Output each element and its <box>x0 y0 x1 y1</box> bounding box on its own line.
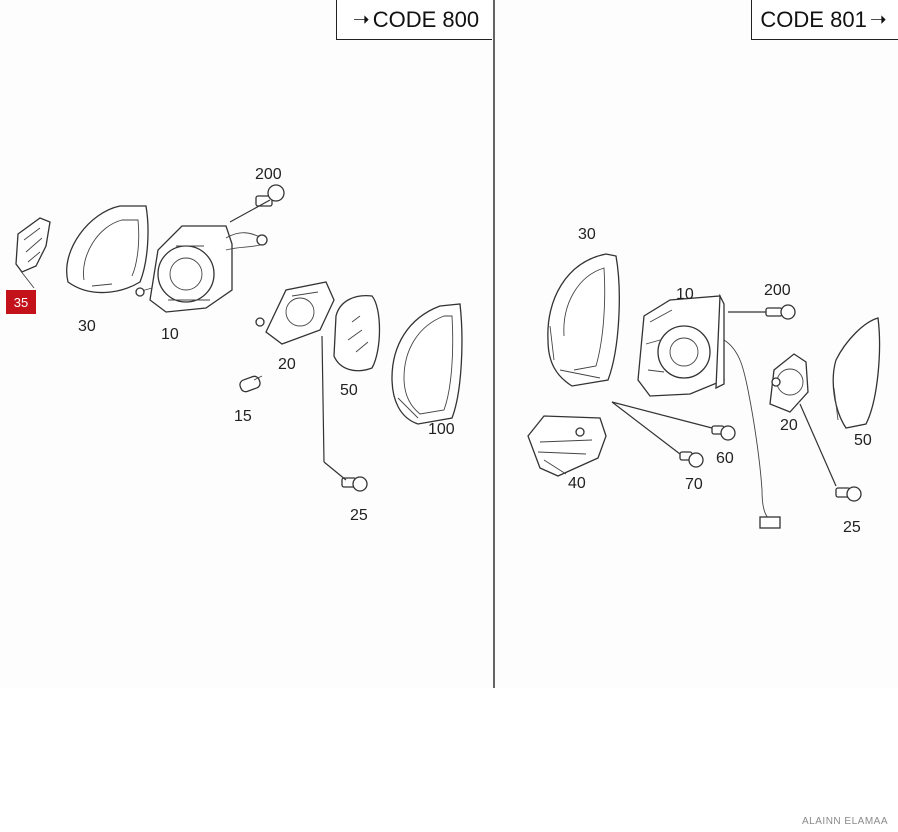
right-label-30: 30 <box>578 226 596 243</box>
part-35-drawing[interactable] <box>15 217 51 289</box>
left-label-10: 10 <box>161 326 179 343</box>
code-800-label: ➝ CODE 800 <box>336 0 492 40</box>
diagram-canvas: 200 30 10 20 15 50 100 25 30 10 200 20 5… <box>15 0 881 688</box>
part-10-right-drawing[interactable] <box>637 293 781 529</box>
part-50-drawing[interactable] <box>333 294 381 372</box>
right-label-10: 10 <box>676 286 694 303</box>
left-label-50: 50 <box>340 382 358 399</box>
watermark: ALAINN ELAMAA <box>802 816 888 827</box>
highlighted-part-badge[interactable]: 35 <box>6 290 36 314</box>
part-20-drawing[interactable] <box>255 281 335 463</box>
left-label-100: 100 <box>428 421 455 438</box>
right-label-200: 200 <box>764 282 791 299</box>
parts-diagram: 200 30 10 20 15 50 100 25 30 10 200 20 5… <box>6 0 898 688</box>
right-label-70: 70 <box>685 476 703 493</box>
code-801-label: CODE 801 ➝ <box>751 0 898 40</box>
part-25-right-drawing[interactable] <box>835 486 862 502</box>
part-70-drawing[interactable] <box>679 451 704 468</box>
left-label-200: 200 <box>255 166 282 183</box>
right-label-60: 60 <box>716 450 734 467</box>
part-30-right-drawing[interactable] <box>547 253 620 387</box>
part-200-drawing[interactable] <box>229 184 285 223</box>
right-label-20: 20 <box>780 417 798 434</box>
right-label-40: 40 <box>568 475 586 492</box>
part-50-right-drawing[interactable] <box>832 317 881 429</box>
left-label-30: 30 <box>78 318 96 335</box>
part-100-drawing[interactable] <box>391 303 463 425</box>
part-15-drawing[interactable] <box>239 375 263 393</box>
part-10-drawing[interactable] <box>135 225 268 313</box>
right-arrow-icon: ➝ <box>352 9 370 31</box>
part-60-drawing[interactable] <box>711 425 736 441</box>
left-label-25: 25 <box>350 507 368 524</box>
part-30-drawing[interactable] <box>66 205 149 294</box>
right-arrow-icon: ➝ <box>869 9 887 31</box>
left-label-20: 20 <box>278 356 296 373</box>
part-40-drawing[interactable] <box>527 415 607 477</box>
right-label-50: 50 <box>854 432 872 449</box>
right-label-25: 25 <box>843 519 861 536</box>
part-20-right-drawing[interactable] <box>769 353 837 487</box>
left-label-15: 15 <box>234 408 252 425</box>
part-200-right-drawing[interactable] <box>728 304 796 320</box>
